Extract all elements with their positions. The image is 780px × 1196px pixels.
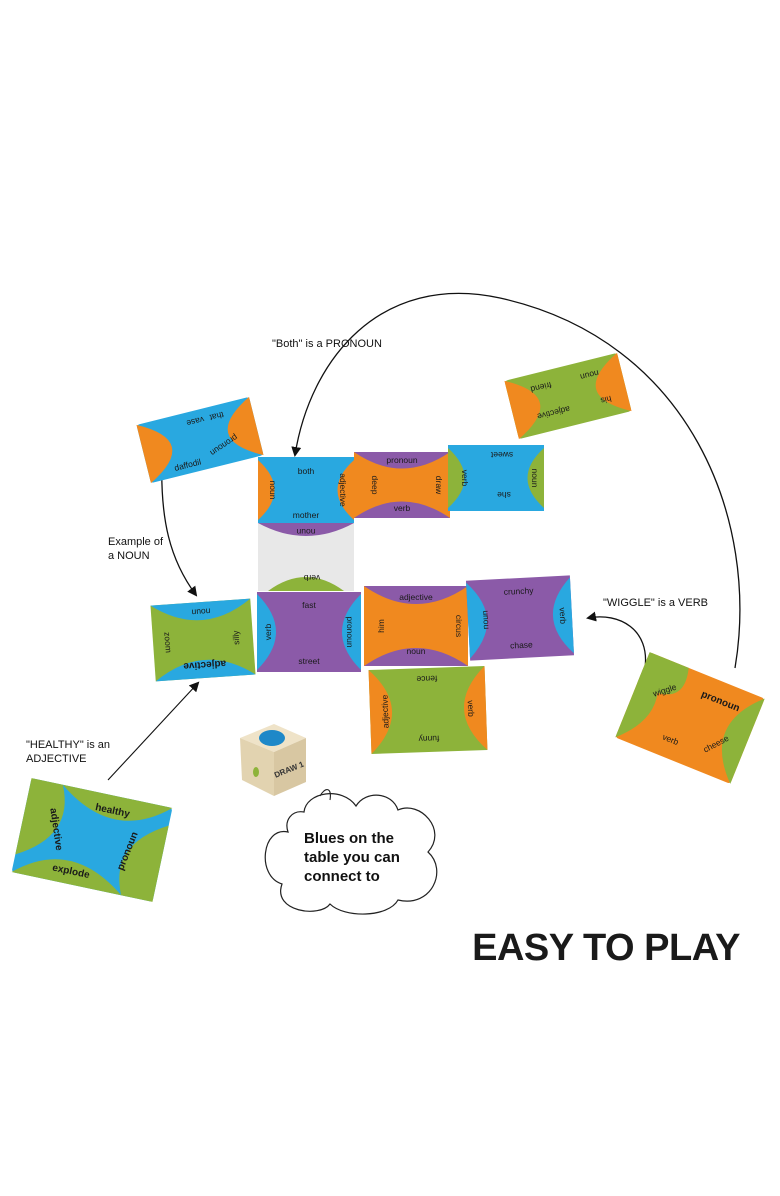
arrow-pronoun [291,292,741,669]
word: noun [296,527,315,537]
word: pronoun [386,455,417,465]
word: noun [579,368,600,382]
tile-loose-top-left: vase daffodil that pronoun [136,396,264,484]
tile-top-1: both mother noun adjective [258,457,354,523]
word: adjective [338,473,348,507]
tile-loose-top-right: noun friend adjective his [504,352,632,440]
word: noun [407,646,426,656]
word: both [298,466,315,476]
word: pronoun [345,616,355,647]
word: adjective [379,694,390,728]
tile-mid-4: crunchy chase noun verb [465,575,575,661]
tile-mid-2: fast street verb pronoun [257,592,361,672]
cloud-line-1: Blues on the [304,830,394,847]
word: verb [394,503,411,513]
word: sweet [490,450,513,460]
word: crunchy [503,585,534,597]
label-wiggle-verb: "WIGGLE" is a VERB [603,597,708,609]
word: street [298,656,320,666]
tile-top-4: noun verb [258,523,354,591]
label-example-noun-1: Example of [108,536,164,548]
word: verb [460,470,470,487]
word: zoom [162,632,173,653]
headline: EASY TO PLAY [472,927,740,969]
tile-healthy: healthy explode adjective pronoun [11,778,173,902]
word: vase [185,415,205,429]
word: fast [302,600,316,610]
word: adjective [399,592,433,602]
word: draw [434,476,444,495]
speech-cloud: Blues on the table you can connect to [264,789,438,915]
label-example-noun-2: a NOUN [108,550,150,562]
cloud-line-2: table you can [304,849,400,866]
word: deep [370,476,380,495]
word: silly [230,630,241,646]
word: him [376,619,386,633]
word: fence [416,674,437,685]
word: funny [418,734,440,745]
word: that [208,410,225,423]
tile-mid-1: noun adjective zoom silly [150,598,256,682]
tile-mid-3: adjective noun him circus [364,586,468,666]
label-both-pronoun: "Both" is a PRONOUN [272,338,382,350]
cloud-line-3: connect to [304,868,380,885]
arrow-adjective [107,681,200,781]
label-healthy-1: "HEALTHY" is an [26,739,110,751]
word: she [497,490,511,500]
word: his [600,394,613,406]
word: verb [558,607,569,624]
word: noun [191,606,211,617]
word: circus [454,615,464,637]
arrow-verb [586,611,647,669]
tile-bottom-1: fence funny adjective verb [368,666,488,754]
word: noun [480,610,491,630]
die: DRAW 1 [240,724,306,796]
word: noun [530,469,540,488]
tile-top-3: sweet she verb noun [448,445,544,511]
word: noun [268,481,278,500]
word: adjective [183,657,227,671]
word: verb [263,623,273,640]
word: verb [466,700,477,717]
tile-top-2: pronoun verb deep draw [354,452,450,518]
tile-wiggle: pronoun wiggle verb cheese [615,652,765,784]
blue-dot-icon [259,730,285,746]
label-healthy-2: ADJECTIVE [26,753,87,765]
word: chase [510,639,533,650]
word: mother [293,510,320,520]
word: verb [303,573,320,583]
